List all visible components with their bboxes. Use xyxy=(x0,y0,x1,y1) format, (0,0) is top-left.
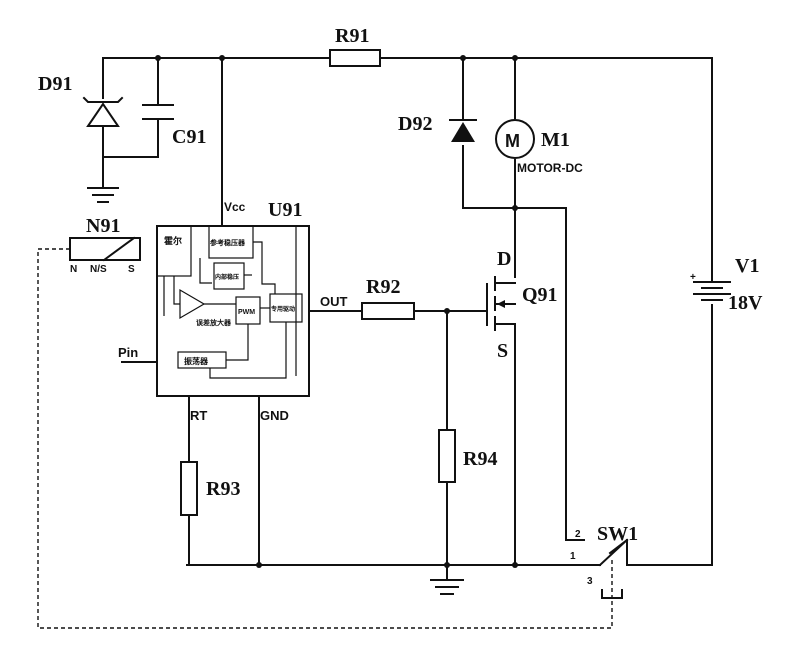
sw1-pin-1: 1 xyxy=(570,551,576,562)
label-u91: U91 xyxy=(268,199,302,221)
label-q91: Q91 xyxy=(522,284,558,306)
u91-block-driver: 专用驱动 xyxy=(271,305,295,313)
u91-pin-vcc: Vcc xyxy=(224,200,246,214)
label-c91: C91 xyxy=(172,126,206,148)
resistor-r92 xyxy=(361,302,415,320)
n91-pin-s: S xyxy=(128,264,135,275)
u91-pin-pin: Pin xyxy=(118,345,138,360)
label-q91-source: S xyxy=(497,340,508,362)
u91-pin-out: OUT xyxy=(320,294,348,309)
diode-d92 xyxy=(449,119,477,142)
u91-pin-rt: RT xyxy=(190,408,207,423)
label-n91: N91 xyxy=(86,215,120,237)
sw1-pin-2: 2 xyxy=(575,529,581,540)
u91-block-osc: 振荡器 xyxy=(184,356,209,366)
svg-text:+: + xyxy=(690,272,696,283)
label-q91-drain: D xyxy=(497,248,511,270)
hall-sensor-n91 xyxy=(69,236,141,262)
n91-pin-ns: N/S xyxy=(90,264,107,275)
label-m1-type: MOTOR-DC xyxy=(517,161,583,175)
u91-pin-gnd: GND xyxy=(260,408,289,423)
label-v1-value: 18V xyxy=(728,292,763,314)
ic-u91 xyxy=(156,225,310,397)
u91-block-internal: 内部稳压 xyxy=(215,273,239,281)
label-v1: V1 xyxy=(735,255,759,277)
mechanical-linkage xyxy=(37,248,613,629)
ground-symbol-main xyxy=(430,564,464,595)
motor-m1 xyxy=(495,119,535,159)
sw1-pin-3: 3 xyxy=(587,576,593,587)
label-d92: D92 xyxy=(398,113,432,135)
resistor-r93 xyxy=(180,461,198,516)
n91-pin-n: N xyxy=(70,264,77,275)
label-sw1: SW1 xyxy=(597,523,638,545)
u91-block-amp: 误差放大器 xyxy=(196,318,232,327)
label-r93: R93 xyxy=(206,478,240,500)
switch-sw1 xyxy=(583,538,629,599)
resistor-r91 xyxy=(329,49,381,67)
label-r91: R91 xyxy=(335,25,369,47)
wires xyxy=(102,57,713,566)
label-d91: D91 xyxy=(38,73,72,95)
label-r94: R94 xyxy=(463,448,497,470)
ground-symbol-d91 xyxy=(87,187,119,203)
u91-block-hall: 霍尔 xyxy=(164,235,182,247)
zener-diode-d91 xyxy=(82,96,124,127)
resistor-r94 xyxy=(438,429,456,483)
mosfet-q91 xyxy=(486,276,516,331)
motor-m1-symbol: M xyxy=(505,131,520,151)
battery-v1: + xyxy=(690,272,731,301)
u91-block-pwm: PWM xyxy=(238,309,255,316)
label-m1: M1 xyxy=(541,129,570,151)
capacitor-c91 xyxy=(142,104,174,120)
u91-block-ref: 参考稳压器 xyxy=(210,238,246,247)
label-r92: R92 xyxy=(366,276,400,298)
